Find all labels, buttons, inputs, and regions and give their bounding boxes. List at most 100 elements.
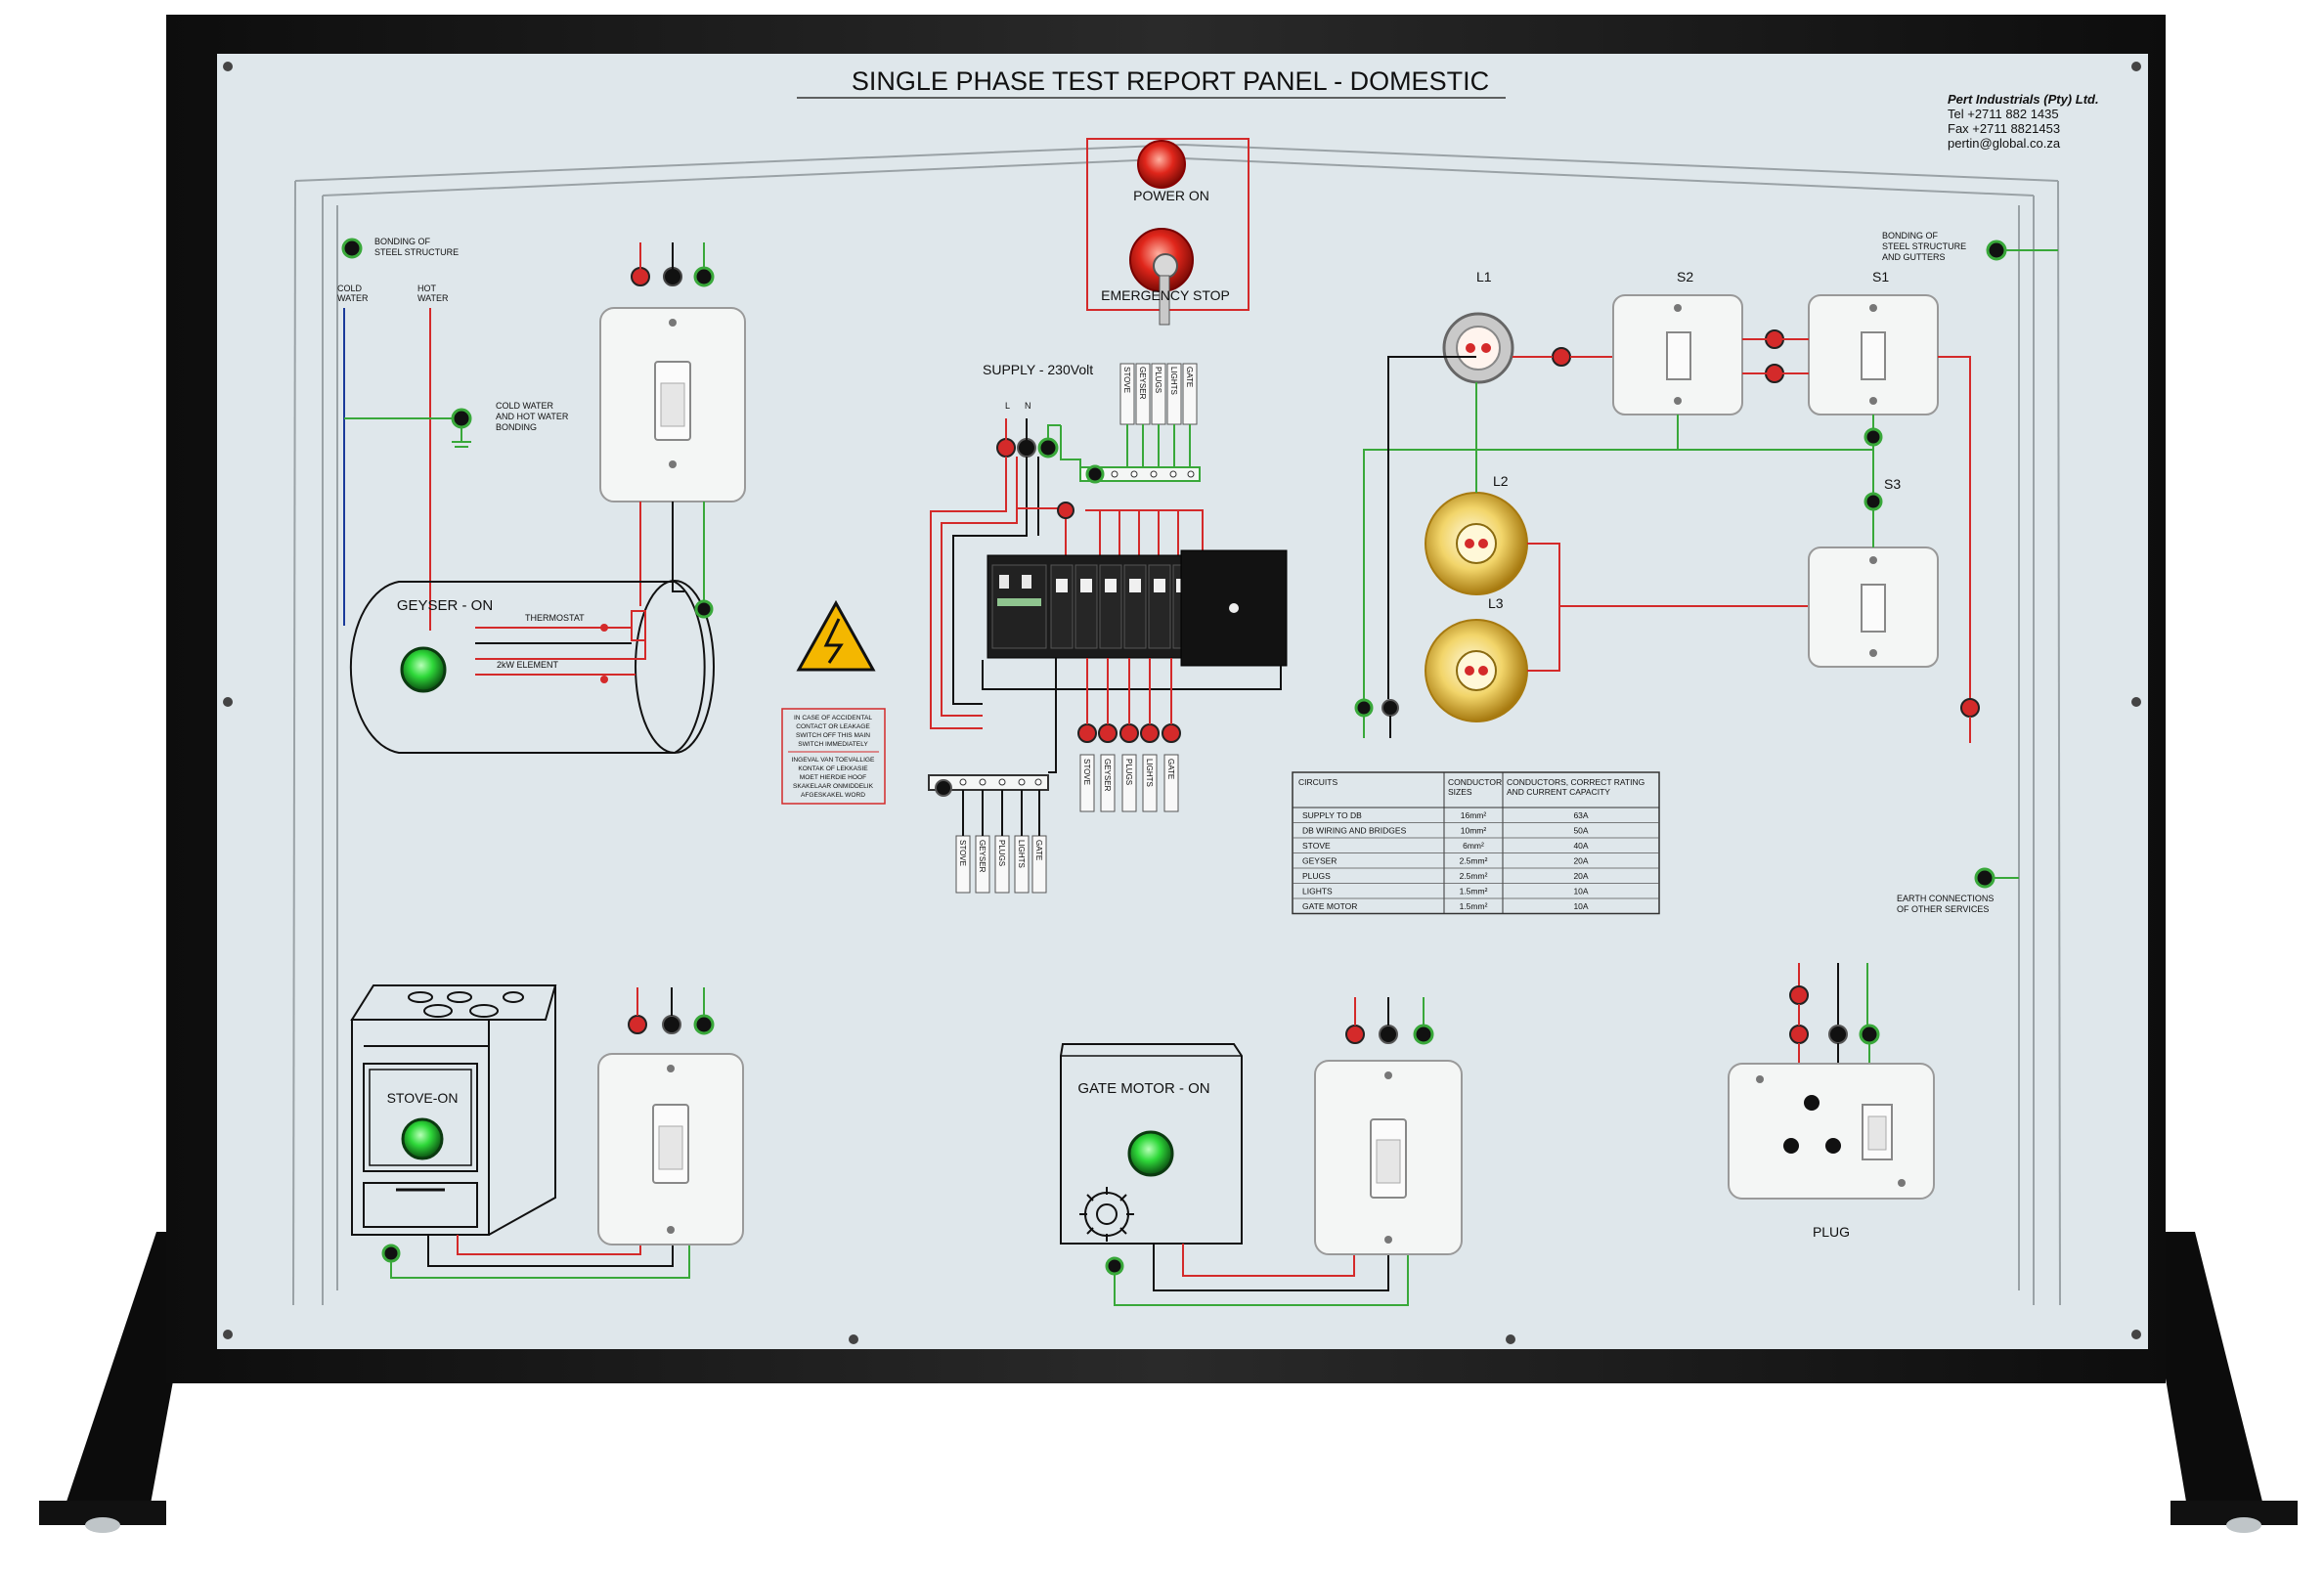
geyser-earth-socket[interactable]	[693, 266, 715, 287]
out-lights-socket[interactable]	[1140, 723, 1160, 743]
top-circuit-tags: STOVE GEYSER PLUGS LIGHTS GATE	[1060, 363, 1198, 467]
db-bridge-socket[interactable]	[1057, 502, 1074, 519]
gate-earth-terminal[interactable]	[1105, 1256, 1124, 1276]
top-tag-geyser: GEYSER	[1138, 367, 1147, 400]
s3-neutral-socket[interactable]	[1864, 492, 1883, 511]
out-gate-socket[interactable]	[1162, 723, 1181, 743]
geyser-isolator	[599, 242, 746, 502]
out-stove-socket[interactable]	[1077, 723, 1097, 743]
table-cell: GATE MOTOR	[1302, 901, 1357, 911]
company-tel: Tel +2711 882 1435	[1948, 107, 2059, 121]
breaker-1[interactable]	[1050, 564, 1074, 649]
table-cell: 10mm²	[1461, 826, 1487, 836]
s3-label: S3	[1884, 476, 1901, 492]
l1-socket[interactable]	[1552, 347, 1571, 367]
stove-neutral-socket[interactable]	[662, 1015, 681, 1034]
warning-line-8: SKAKELAAR ONMIDDELIK	[793, 783, 874, 790]
l2-label: L2	[1493, 473, 1509, 489]
gate-earth-socket[interactable]	[1413, 1024, 1434, 1045]
table-border	[1292, 771, 1660, 915]
supply-neutral-socket[interactable]	[1017, 438, 1036, 458]
supply-live-socket[interactable]	[996, 438, 1016, 458]
left-bonding: BONDING OF STEEL STRUCTURE COLD WATER HO…	[337, 237, 569, 626]
table-cell: STOVE	[1302, 841, 1331, 851]
plug-live-hole	[1783, 1138, 1799, 1154]
cw-hw-bonding-terminal[interactable]	[451, 408, 472, 429]
supply-earth-socket[interactable]	[1037, 437, 1059, 459]
bonding-terminal-right[interactable]	[1986, 240, 2007, 261]
earth-bar-top-terminal[interactable]	[1085, 464, 1105, 484]
warning-line-5: INGEVAL VAN TOEVALLIGE	[792, 757, 875, 764]
switch-s1-toggle[interactable]	[1861, 331, 1886, 380]
switch-s2-toggle[interactable]	[1666, 331, 1691, 380]
switch-s3-toggle[interactable]	[1861, 584, 1886, 633]
table-cell: 6mm²	[1463, 841, 1484, 851]
bonding-terminal-left[interactable]	[341, 238, 363, 259]
lights-supply-socket[interactable]	[1960, 698, 1980, 718]
nb-tag-gate: GATE	[1034, 840, 1043, 860]
panel-title: SINGLE PHASE TEST REPORT PANEL - DOMESTI…	[852, 66, 1489, 96]
stove-on-lamp	[401, 1117, 444, 1160]
neutral-bar-terminal[interactable]	[935, 779, 952, 797]
table-cell: 2.5mm²	[1460, 856, 1488, 866]
gate-neutral-socket[interactable]	[1379, 1025, 1398, 1044]
top-tag-gate: GATE	[1185, 367, 1194, 387]
db-tag-stove: STOVE	[1082, 759, 1091, 785]
cold-water-label-1: COLD	[337, 284, 363, 293]
top-tag-stove: STOVE	[1122, 367, 1131, 393]
breaker-5[interactable]	[1148, 564, 1171, 649]
table-cell: 40A	[1573, 841, 1588, 851]
table-cell: LIGHTS	[1302, 887, 1333, 896]
stove-earth-socket[interactable]	[693, 1014, 715, 1035]
gate-isolator	[1314, 997, 1463, 1255]
breaker-4[interactable]	[1123, 564, 1147, 649]
stove-live-socket[interactable]	[628, 1015, 647, 1034]
warning-line-6: KONTAK OF LEKKASIE	[798, 765, 868, 772]
table-cell: 1.5mm²	[1460, 887, 1488, 896]
s2-label: S2	[1677, 269, 1693, 284]
power-on-label: POWER ON	[1133, 188, 1209, 203]
db-tag-geyser: GEYSER	[1103, 759, 1112, 792]
right-bonding: BONDING OF STEEL STRUCTURE AND GUTTERS E…	[1882, 231, 2058, 914]
db-tag-lights: LIGHTS	[1145, 759, 1154, 787]
lights-earth-socket[interactable]	[1354, 698, 1374, 718]
stove-earth-terminal[interactable]	[381, 1244, 401, 1263]
geyser-neutral-socket[interactable]	[663, 267, 682, 286]
gate-motor-on-lamp	[1127, 1130, 1174, 1177]
table-cell: 10A	[1573, 887, 1588, 896]
nb-tag-stove: STOVE	[958, 840, 967, 866]
table-cell: 50A	[1573, 826, 1588, 836]
geyser-title: GEYSER - ON	[397, 597, 493, 614]
plug-live-socket[interactable]	[1789, 1025, 1809, 1044]
distribution-board: SUPPLY - 230Volt L N STOVE GEYSER PLUGS …	[928, 362, 1288, 894]
earth-other-label-1: EARTH CONNECTIONS	[1897, 894, 1994, 903]
table-cell: 1.5mm²	[1460, 901, 1488, 911]
gate-live-socket[interactable]	[1345, 1025, 1365, 1044]
table-cell: 2.5mm²	[1460, 871, 1488, 881]
bonding-right-label-2: STEEL STRUCTURE	[1882, 241, 1966, 251]
geyser-element-label: 2kW ELEMENT	[497, 660, 559, 670]
top-tag-lights: LIGHTS	[1169, 367, 1178, 395]
geyser-live-socket[interactable]	[631, 267, 650, 286]
lights-neutral-socket[interactable]	[1381, 699, 1399, 717]
table-header: SIZES	[1448, 787, 1472, 797]
hot-water-label-2: WATER	[417, 293, 449, 303]
breaker-3[interactable]	[1099, 564, 1122, 649]
bonding-left-label-2: STEEL STRUCTURE	[374, 247, 459, 257]
out-plugs-socket[interactable]	[1119, 723, 1139, 743]
plug-neutral-socket[interactable]	[1828, 1025, 1848, 1044]
geyser-earth-terminal[interactable]	[694, 599, 714, 619]
supply-n-label: N	[1025, 401, 1031, 411]
breaker-2[interactable]	[1074, 564, 1098, 649]
out-geyser-socket[interactable]	[1098, 723, 1118, 743]
lighting-circuit: L1 S2 S1 L2 L3 S3	[1354, 269, 1980, 743]
bonding-right-label-3: AND GUTTERS	[1882, 252, 1946, 262]
earth-other-services-terminal[interactable]	[1974, 867, 1995, 889]
warning-text-box: IN CASE OF ACCIDENTAL CONTACT OR LEAKAGE…	[781, 708, 886, 805]
warning-sign	[796, 599, 876, 672]
plug-live-socket-top[interactable]	[1789, 985, 1809, 1005]
company-name: Pert Industrials (Pty) Ltd.	[1948, 92, 2099, 107]
company-email: pertin@global.co.za	[1948, 136, 2061, 151]
s1-neutral-socket[interactable]	[1864, 427, 1883, 447]
plug-earth-socket[interactable]	[1859, 1024, 1880, 1045]
